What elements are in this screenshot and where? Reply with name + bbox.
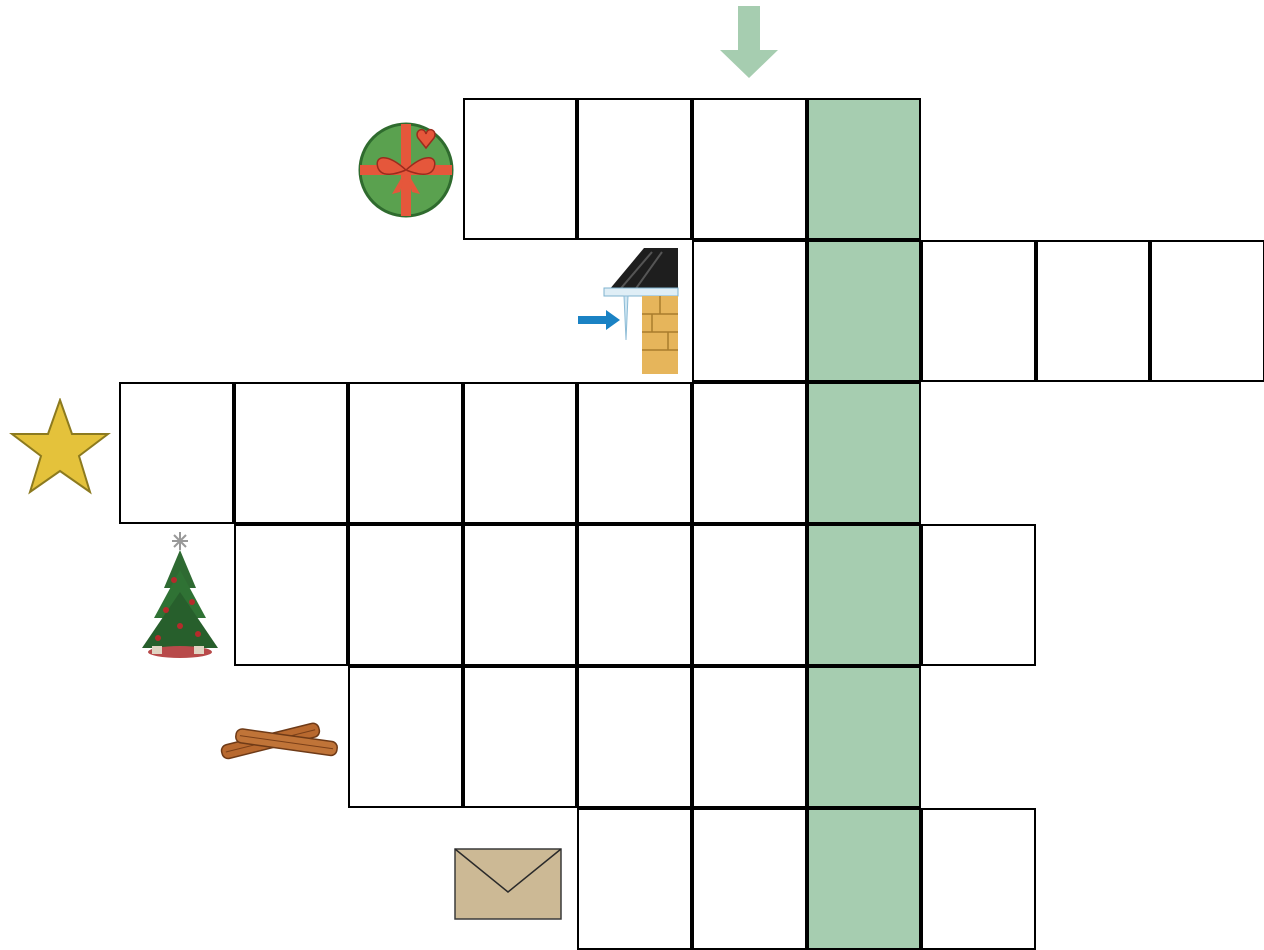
star-icon	[8, 398, 112, 496]
crossword-cell[interactable]	[1150, 240, 1264, 382]
crossword-cell[interactable]	[234, 524, 349, 666]
crossword-cell[interactable]	[577, 382, 692, 524]
crossword-cell[interactable]	[807, 240, 922, 382]
crossword-cell[interactable]	[807, 98, 922, 240]
snowy-roof-icicle-icon	[574, 244, 682, 376]
gift-box-icon	[356, 116, 456, 224]
crossword-cell[interactable]	[692, 666, 807, 808]
crossword-cell[interactable]	[807, 666, 922, 808]
christmas-tree-icon	[136, 530, 224, 662]
crossword-cell[interactable]	[807, 524, 922, 666]
crossword-cell[interactable]	[463, 666, 578, 808]
crossword-cell[interactable]	[807, 382, 922, 524]
crossword-cell[interactable]	[692, 382, 807, 524]
crossword-cell[interactable]	[692, 240, 807, 382]
cinnamon-sticks-icon	[214, 714, 342, 762]
crossword-cell[interactable]	[348, 666, 463, 808]
crossword-cell[interactable]	[1036, 240, 1151, 382]
crossword-cell[interactable]	[463, 98, 578, 240]
crossword-cell[interactable]	[692, 524, 807, 666]
crossword-cell[interactable]	[577, 808, 692, 950]
crossword-cell[interactable]	[463, 382, 578, 524]
crossword-cell[interactable]	[577, 98, 692, 240]
crossword-cell[interactable]	[807, 808, 922, 950]
crossword-cell[interactable]	[692, 808, 807, 950]
crossword-cell[interactable]	[577, 666, 692, 808]
crossword-cell[interactable]	[692, 98, 807, 240]
crossword-cell[interactable]	[348, 524, 463, 666]
crossword-cell[interactable]	[921, 808, 1036, 950]
crossword-cell[interactable]	[577, 524, 692, 666]
crossword-cell[interactable]	[921, 240, 1036, 382]
crossword-cell[interactable]	[234, 382, 349, 524]
crossword-cell[interactable]	[119, 382, 234, 524]
crossword-cell[interactable]	[463, 524, 578, 666]
crossword-cell[interactable]	[348, 382, 463, 524]
crossword-cell[interactable]	[921, 524, 1036, 666]
envelope-icon	[454, 848, 562, 920]
